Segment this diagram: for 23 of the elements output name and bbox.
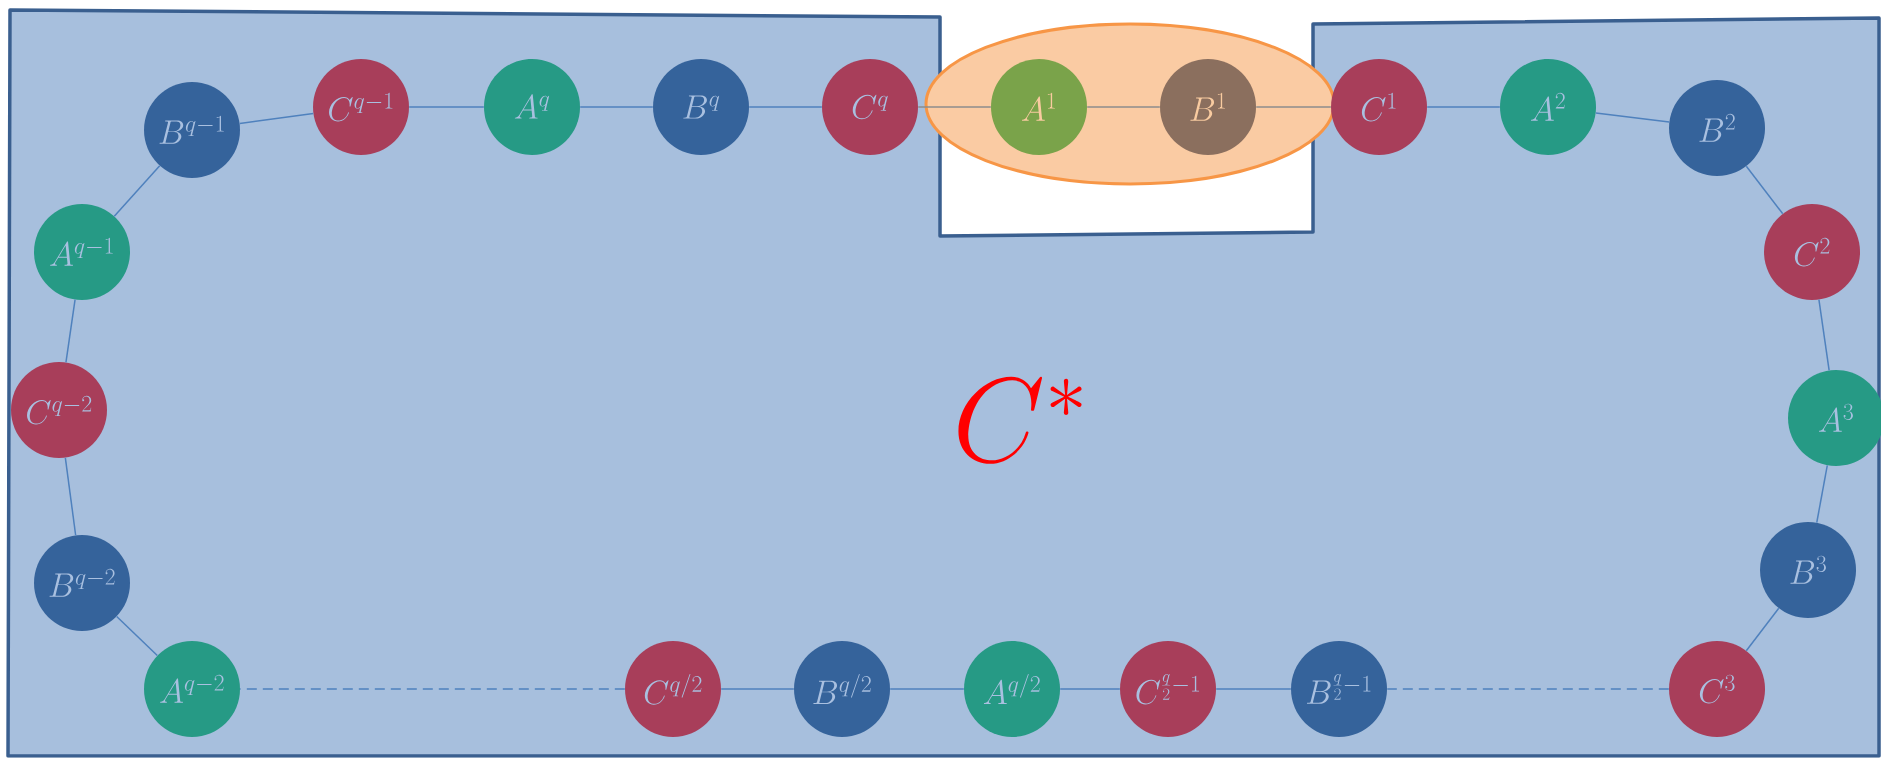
connector-line: [1426, 106, 1501, 108]
connector-line: [408, 106, 485, 108]
connector-line: [889, 688, 965, 690]
connector-line: [748, 106, 823, 108]
connector-line: [1745, 607, 1780, 652]
connector-line: [1816, 464, 1829, 524]
connector-line: [113, 165, 161, 217]
connector-line: [1386, 688, 1670, 690]
connector-line: [1086, 106, 1161, 108]
connector-line: [1059, 688, 1121, 690]
connector-line: [239, 688, 626, 690]
connector-line: [65, 298, 76, 364]
connector-line: [115, 615, 159, 657]
connector-line: [917, 106, 992, 108]
connector-line: [720, 688, 795, 690]
connector-line: [1595, 112, 1670, 123]
connector-line: [1745, 165, 1784, 215]
connector-line: [64, 457, 77, 536]
connector-line: [1255, 106, 1332, 108]
connector-line: [1818, 298, 1830, 372]
connector-line: [1215, 688, 1292, 690]
connector-line: [579, 106, 654, 108]
connector-line: [239, 112, 314, 125]
